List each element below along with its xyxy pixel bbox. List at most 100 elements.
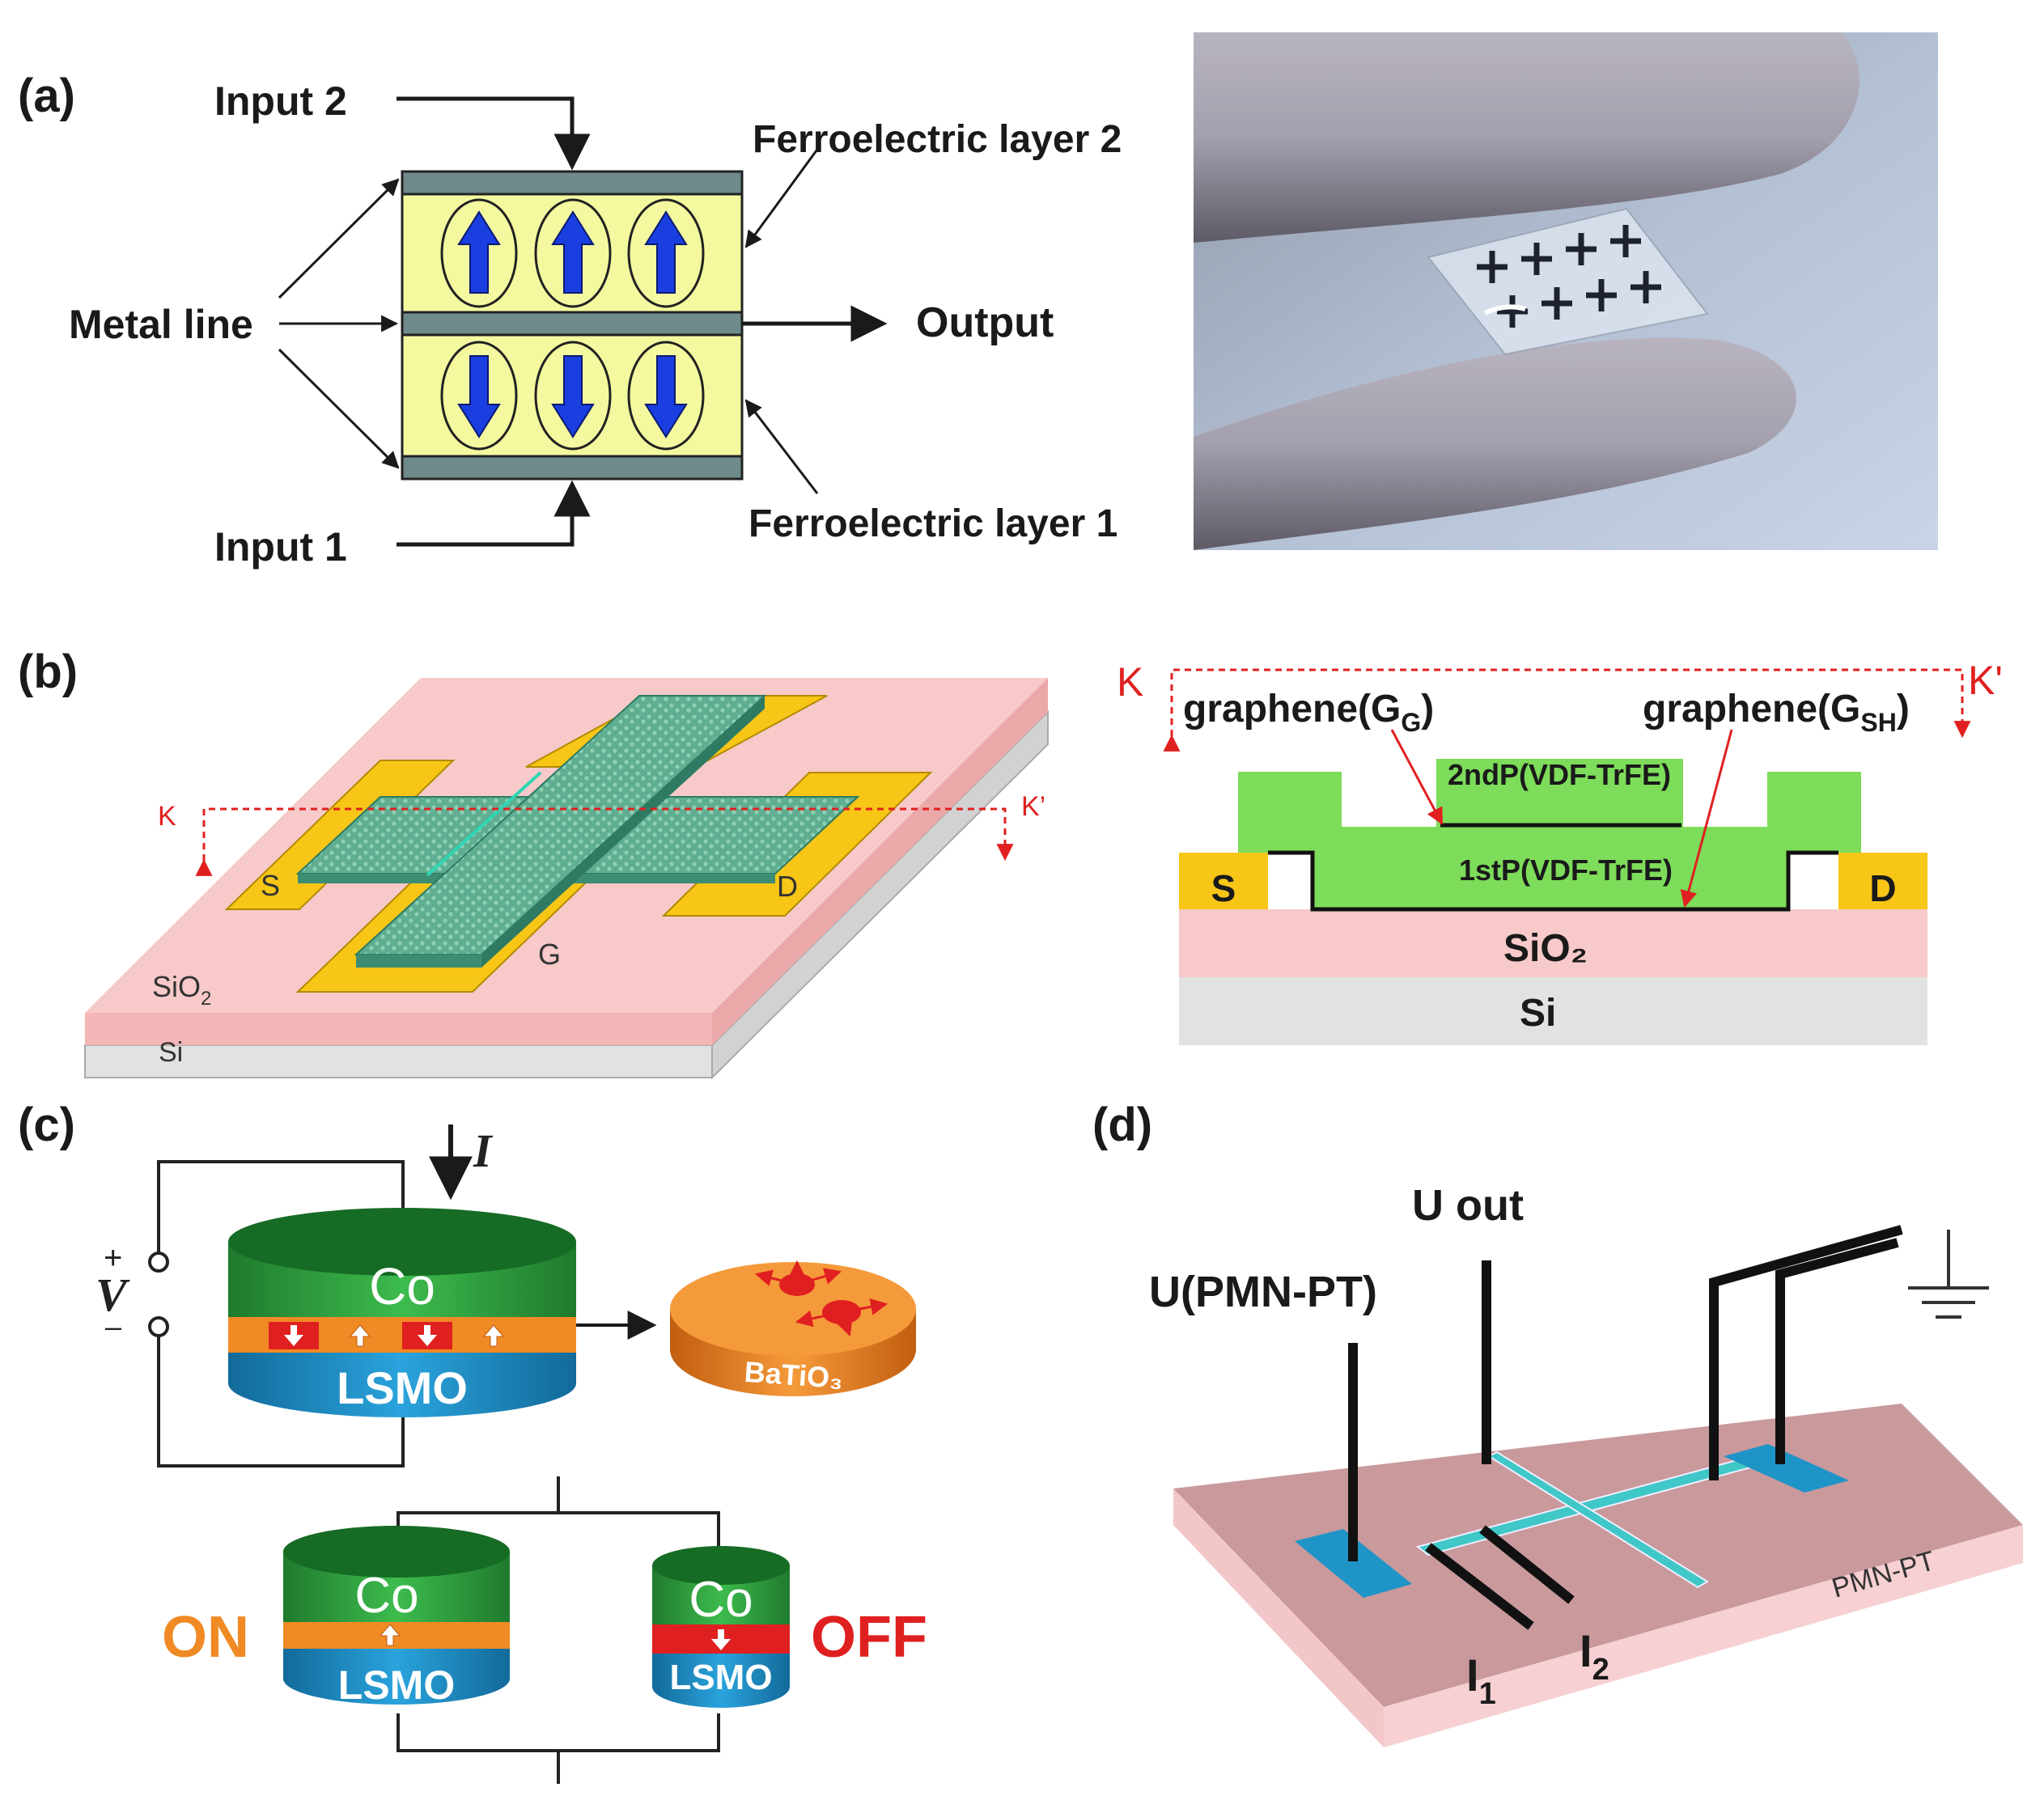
si-label-cross: Si — [1520, 992, 1556, 1035]
finger-top — [1194, 32, 1860, 243]
co-label-on: Co — [354, 1568, 418, 1624]
dipole-up-icon — [440, 198, 518, 308]
input-2-label: Input 2 — [214, 78, 347, 124]
plus-sign: + — [104, 1240, 122, 1276]
second-polymer-label: 2ndP(VDF-TrFE) — [1448, 758, 1671, 791]
dipoles-up — [440, 198, 705, 308]
fe-layer-1-label: Ferroelectric layer 1 — [748, 502, 1117, 545]
main-junction: Co LSMO — [228, 1208, 576, 1417]
source-label: S — [261, 869, 280, 902]
drain-pad-cross — [1838, 853, 1927, 909]
metal-line-pointer — [278, 348, 400, 469]
sio2-layer-cross — [1179, 909, 1927, 977]
device-array — [1477, 225, 1661, 328]
output-label: Output — [916, 299, 1054, 346]
finger-bottom — [1194, 337, 1796, 550]
k-prime-label-cross: K' — [1968, 658, 2003, 703]
batio3-label: BaTiO₃ — [744, 1355, 845, 1395]
co-top — [228, 1208, 576, 1276]
graphene-gsh-pointer — [1680, 729, 1733, 908]
domain-down-icon — [418, 1325, 437, 1346]
input-1-label: Input 1 — [214, 524, 347, 570]
panel-a-letter: (a) — [18, 70, 75, 122]
panel-a: (a) — [18, 32, 1938, 570]
pmnpt-substrate-front — [1173, 1489, 1384, 1747]
graphene-gg-pointer — [1390, 729, 1444, 825]
dipole-down-icon — [534, 341, 612, 451]
fe-layer-2-pointer — [744, 146, 821, 248]
first-polymer-layer — [1238, 772, 1861, 909]
terminal-minus — [148, 1316, 169, 1337]
panel-c: (c) + – V I Co LSMO — [18, 1099, 927, 1784]
probe-wires — [1348, 1225, 1903, 1630]
panel-c-letter: (c) — [18, 1099, 75, 1151]
left-electrode-pad — [1295, 1529, 1412, 1598]
lsmo-label: LSMO — [337, 1362, 468, 1413]
pmnpt-substrate-side — [1384, 1525, 2023, 1747]
k-cut-line-cross — [1163, 668, 1971, 752]
panel-d-letter: (d) — [1092, 1099, 1152, 1151]
domain-down-icon — [284, 1325, 303, 1346]
ground-probe-2 — [1775, 1238, 1899, 1464]
si-label-3d: Si — [159, 1037, 183, 1068]
lsmo-label-off: LSMO — [669, 1658, 772, 1697]
metal-line-pointer — [278, 178, 400, 299]
current-lead-2 — [1479, 1525, 1575, 1604]
input-1-arrow — [397, 480, 591, 547]
k-prime-label-3d: K’ — [1021, 791, 1045, 822]
source-label-cross: S — [1211, 867, 1236, 909]
metal-line-label: Metal line — [69, 302, 253, 347]
sio2-label-3d: SiO2 — [152, 970, 211, 1010]
ground-probe — [1709, 1225, 1903, 1480]
voltage-circuit — [157, 1160, 405, 1468]
u-pmnpt-label: U(PMN-PT) — [1149, 1268, 1377, 1316]
sio2-label-cross: SiO₂ — [1503, 927, 1588, 970]
i2-label: I2 — [1580, 1625, 1609, 1687]
right-electrode-pad — [1724, 1444, 1849, 1493]
parallel-network — [397, 1476, 720, 1784]
i1-label: I1 — [1466, 1650, 1496, 1711]
k-label-cross: K — [1117, 659, 1143, 705]
k-cut-line — [195, 807, 1014, 876]
panel-b-letter: (b) — [18, 646, 78, 698]
dipole-down-icon — [440, 341, 518, 451]
on-junction: Co LSMO — [283, 1526, 510, 1708]
drain-label-cross: D — [1869, 867, 1896, 909]
fet-3d-view: SiO2 Si S D G K K’ — [84, 678, 1049, 1080]
first-polymer-label: 1stP(VDF-TrFE) — [1459, 853, 1673, 887]
hall-cross — [1415, 1451, 1765, 1589]
current-label: I — [473, 1124, 494, 1177]
metal-line-middle — [401, 311, 744, 337]
lsmo-body — [228, 1353, 576, 1417]
second-polymer-layer — [1436, 759, 1683, 827]
sio2-layer-front — [85, 1013, 712, 1045]
lsmo-label-on: LSMO — [338, 1662, 455, 1708]
k-label-3d: K — [158, 801, 176, 832]
dipoles-down — [440, 341, 705, 451]
domain-down-icon — [711, 1629, 731, 1650]
off-junction: Co LSMO — [652, 1546, 790, 1708]
drain-label: D — [777, 870, 798, 903]
metal-line-bottom — [401, 455, 744, 481]
batio3-disk: BaTiO₃ — [670, 1260, 916, 1396]
terminal-plus — [148, 1252, 169, 1273]
dipole-up-icon — [627, 198, 705, 308]
ground-icon — [1908, 1230, 1989, 1319]
on-label: ON — [162, 1605, 249, 1670]
source-pad-cross — [1179, 853, 1268, 909]
si-layer — [1179, 977, 1927, 1045]
gate-label-3d: G — [538, 938, 561, 971]
current-lead-1 — [1425, 1543, 1534, 1630]
u-out-label: U out — [1412, 1181, 1524, 1230]
minus-sign: – — [105, 1310, 121, 1343]
co-label-off: Co — [689, 1572, 753, 1628]
fe-layer-2-label: Ferroelectric layer 2 — [753, 118, 1122, 161]
voltage-label: V — [95, 1268, 130, 1321]
graphene-gsh-label: graphene(GSH) — [1643, 688, 1910, 737]
graphene-gg-label: graphene(GG) — [1183, 688, 1434, 737]
off-label: OFF — [811, 1605, 927, 1670]
fet-cross-section: Si SiO₂ S D 2ndP(VDF-TrFE) 1stP(VDF-TrFE… — [1117, 658, 2003, 1045]
flexible-film — [1427, 207, 1709, 356]
domain-up-icon — [379, 1624, 401, 1646]
